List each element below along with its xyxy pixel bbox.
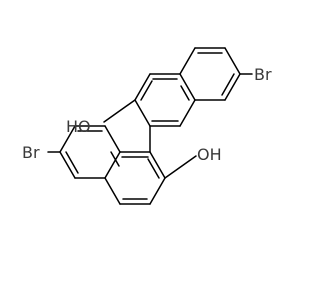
upper-naphthol-unit — [103, 47, 253, 127]
bond — [134, 73, 151, 101]
bond — [147, 158, 160, 179]
bromine-label-bottom: Br — [22, 143, 40, 162]
hydroxyl-label-top: HO — [66, 117, 91, 136]
bond — [224, 73, 241, 101]
bond — [59, 125, 76, 153]
hydroxyl-label-bottom: OH — [197, 145, 222, 164]
bond — [134, 99, 151, 127]
bond — [65, 151, 79, 174]
bond — [179, 99, 196, 127]
bond — [104, 177, 121, 205]
bond — [110, 151, 120, 167]
structure-canvas: Br HO OH Br — [22, 47, 272, 205]
c-o-bond — [103, 99, 136, 123]
bond — [180, 85, 190, 101]
bond — [224, 47, 241, 75]
bond — [59, 151, 76, 179]
molecule-diagram: Br HO OH Br — [22, 47, 272, 205]
bond — [149, 177, 166, 205]
c-o-bond — [164, 155, 197, 179]
lower-naphthol-unit — [47, 125, 197, 205]
bond — [221, 73, 235, 96]
bond — [179, 73, 196, 101]
bond — [179, 47, 196, 75]
bond — [140, 80, 153, 101]
bond — [149, 151, 166, 179]
bromine-label-top: Br — [254, 65, 272, 84]
bond — [104, 125, 121, 153]
bond — [104, 151, 121, 179]
